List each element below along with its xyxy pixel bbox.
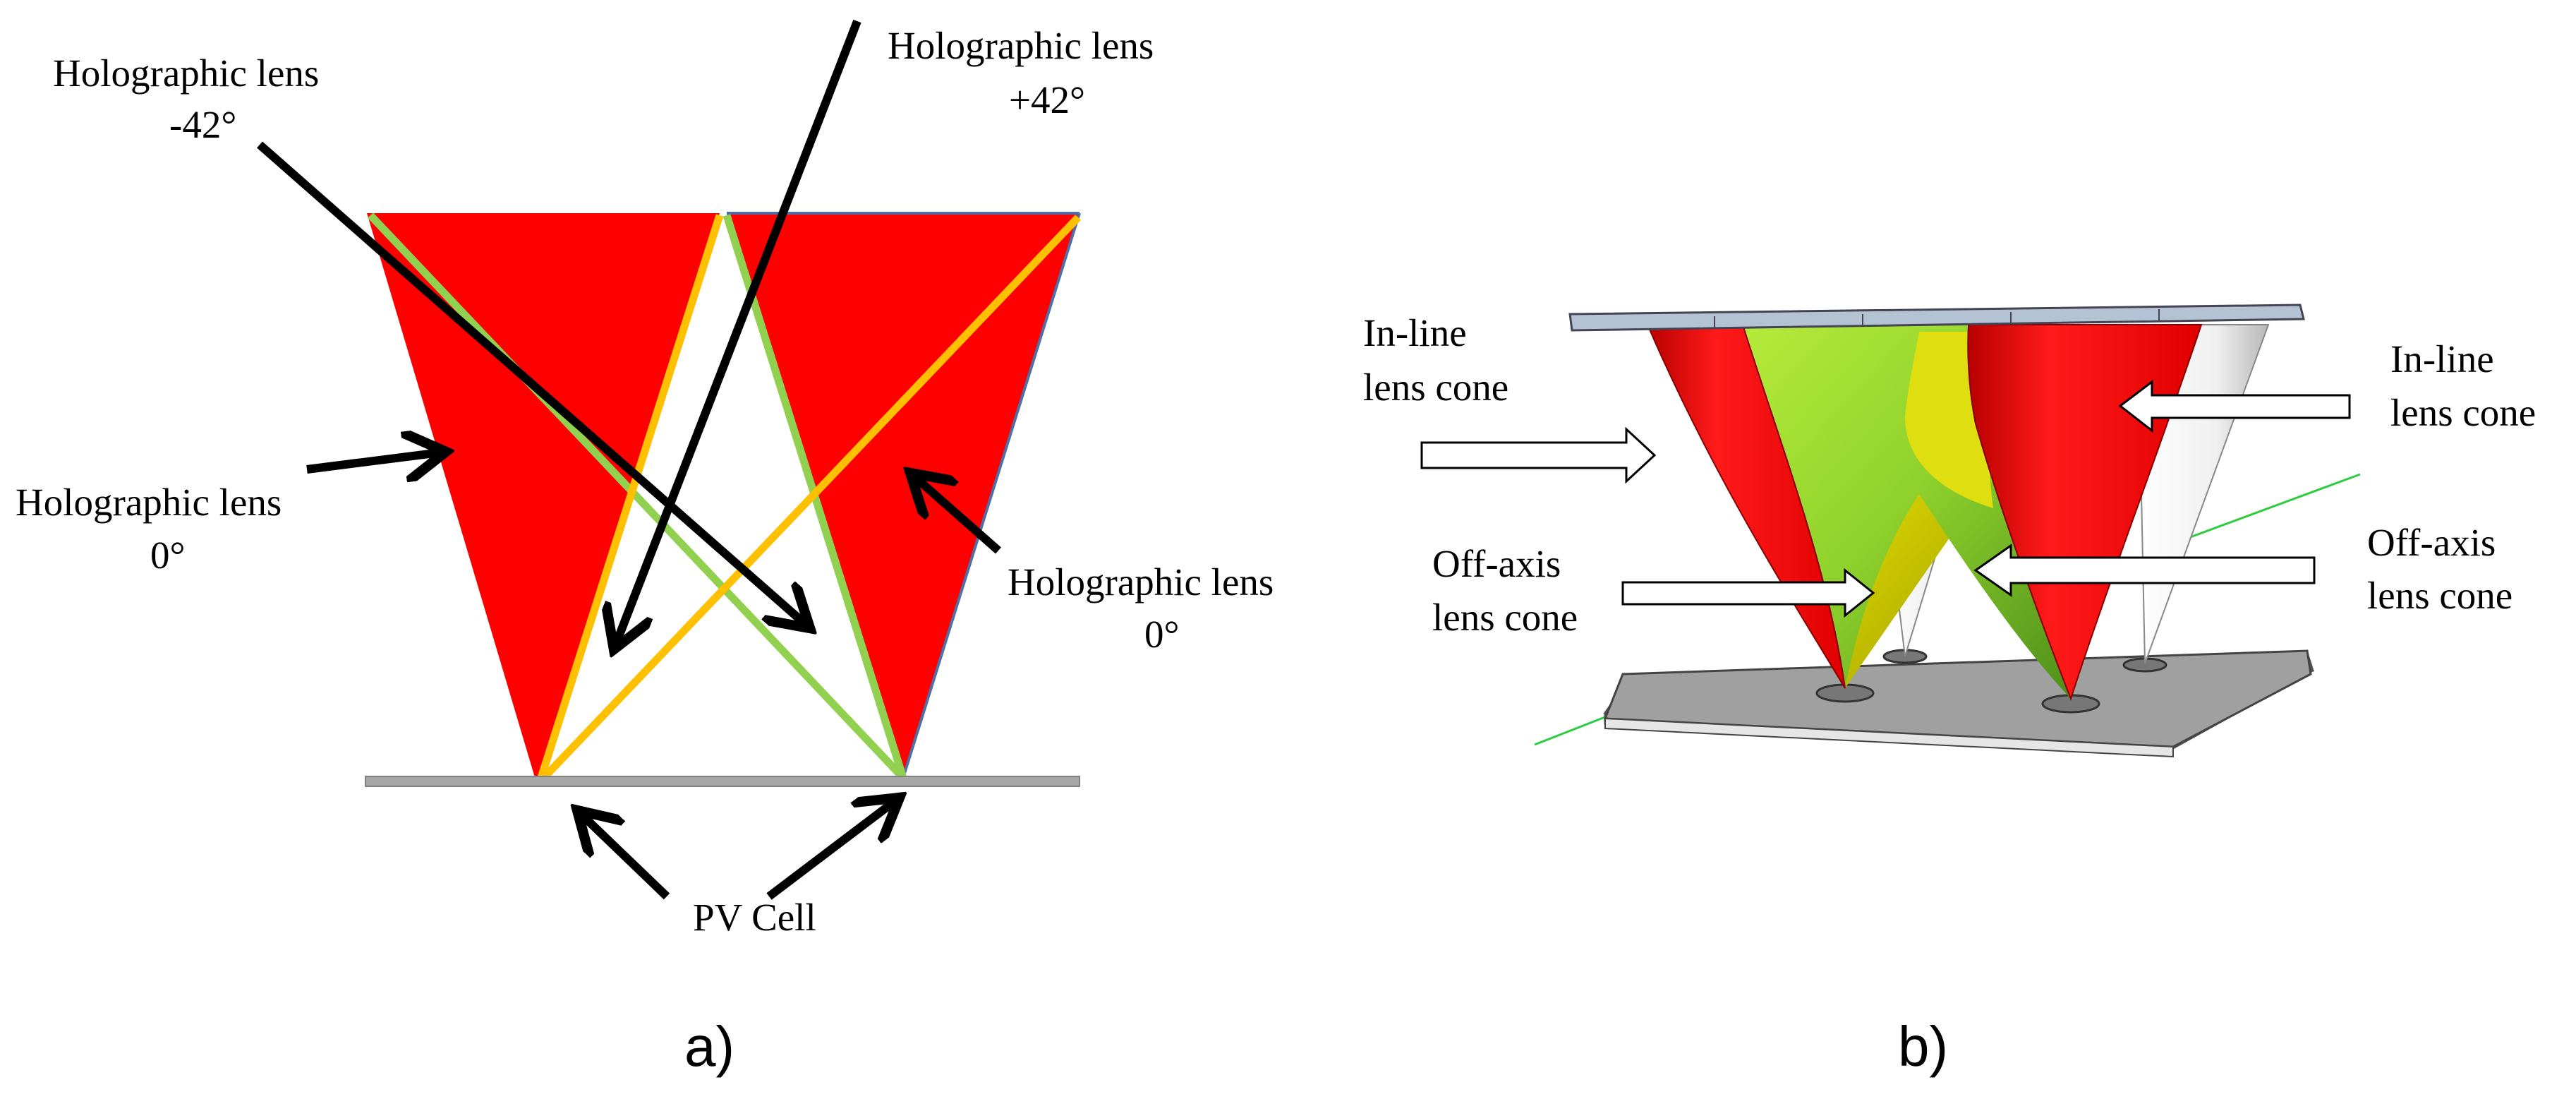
block-arrow-inline-left <box>1420 426 1657 484</box>
caption-a: a) <box>684 1015 734 1078</box>
block-arrow-inline-right <box>2118 379 2351 433</box>
label-lens-plus42-line2: +42° <box>1009 78 1085 121</box>
pv-cell-bar <box>365 776 1080 787</box>
block-arrow-offaxis-right <box>1973 544 2316 597</box>
label-inline-right-line1: In-line <box>2390 337 2494 380</box>
arrow-plus42 <box>614 19 861 649</box>
label-lens-0-left-line2: 0° <box>150 534 186 577</box>
label-inline-left-line1: In-line <box>1363 311 1467 354</box>
right-lens-red <box>727 213 1080 778</box>
arrow-lens-0-left <box>306 452 446 469</box>
base-plate-front <box>1604 717 2174 758</box>
label-offaxis-right-line2: lens cone <box>2367 574 2512 617</box>
block-arrow-offaxis-left <box>1621 567 1875 618</box>
arrow-pv-right <box>766 798 900 900</box>
caption-b: b) <box>1898 1015 1948 1078</box>
label-lens-plus42-line1: Holographic lens <box>888 24 1154 67</box>
label-offaxis-left-line1: Off-axis <box>1432 542 1561 585</box>
label-offaxis-left-line2: lens cone <box>1432 596 1578 639</box>
label-offaxis-right-line1: Off-axis <box>2367 521 2496 564</box>
arrow-minus42 <box>257 141 810 628</box>
panel-a: Holographic lens -42° Holographic lens +… <box>16 19 1274 1078</box>
base-plate <box>1603 649 2312 748</box>
label-inline-right-line2: lens cone <box>2390 391 2536 434</box>
guide-line-right <box>2172 473 2361 545</box>
orange-ray-2 <box>537 215 1081 785</box>
label-pv-cell: PV Cell <box>693 896 816 939</box>
orange-ray-1 <box>536 214 724 783</box>
guide-line-left <box>1534 711 1616 746</box>
label-inline-left-line2: lens cone <box>1363 366 1508 409</box>
arrow-pv-left <box>577 810 670 900</box>
label-lens-minus42-line1: Holographic lens <box>53 52 319 95</box>
label-lens-0-left-line1: Holographic lens <box>16 481 282 524</box>
top-plate <box>1568 304 2305 332</box>
right-lens-edge <box>902 212 1081 779</box>
green-ray-1 <box>368 212 906 781</box>
label-lens-minus42-line2: -42° <box>169 103 236 146</box>
left-lens-red <box>367 213 720 782</box>
arrow-lens-0-right <box>910 473 1001 554</box>
label-lens-0-right-line2: 0° <box>1144 613 1180 656</box>
panel-b: In-line lens cone In-line lens cone Off-… <box>1363 304 2536 1078</box>
label-lens-0-right-line1: Holographic lens <box>1008 560 1274 603</box>
